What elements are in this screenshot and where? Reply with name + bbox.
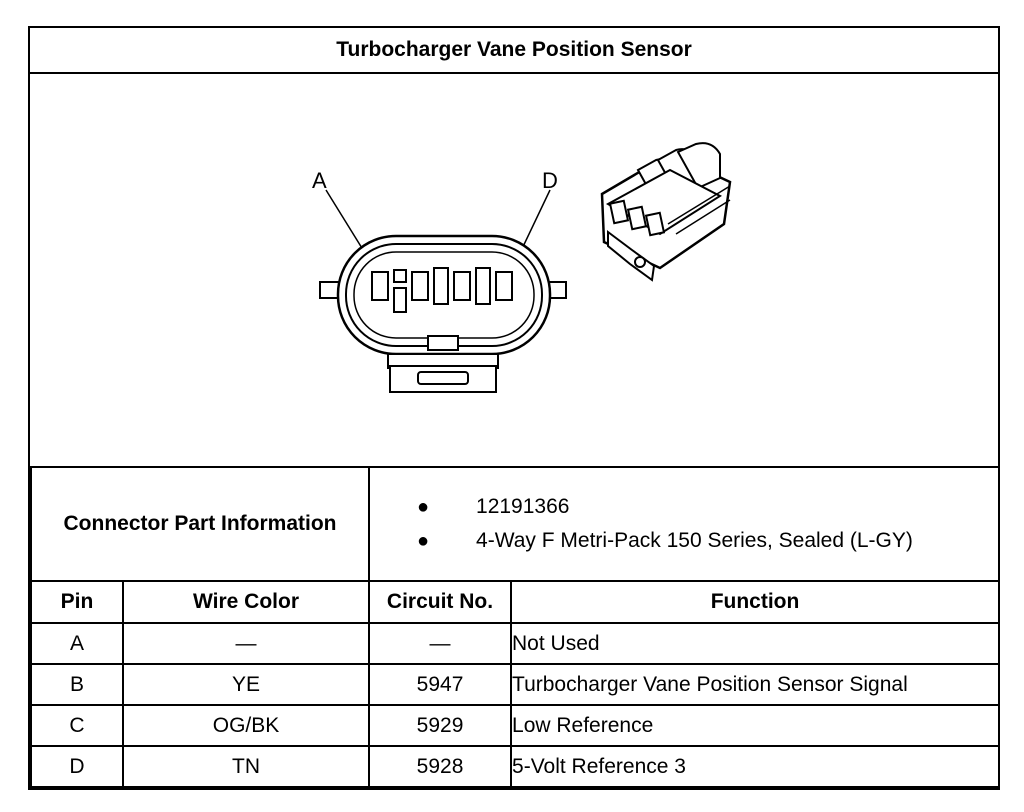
function-cell: Not Used <box>510 622 1001 665</box>
page-title: Turbocharger Vane Position Sensor <box>30 28 998 74</box>
table-header-row: Pin Wire Color Circuit No. Function <box>30 580 1001 624</box>
function-cell: Low Reference <box>510 704 1001 747</box>
connector-figure: A D <box>30 74 998 466</box>
pin-label-d: D <box>542 168 558 193</box>
wire-color-cell: TN <box>121 745 371 788</box>
bullet-icon: ● <box>416 495 430 518</box>
function-cell: 5-Volt Reference 3 <box>510 745 1001 788</box>
part-description-item: ● 4-Way F Metri-Pack 150 Series, Sealed (… <box>370 524 998 558</box>
connector-sheet: Turbocharger Vane Position Sensor <box>28 26 1001 790</box>
header-function: Function <box>510 580 1001 624</box>
circuit-cell: 5928 <box>368 745 513 788</box>
terminal-cavities <box>371 267 513 313</box>
cavity-a <box>371 271 389 301</box>
connector-part-info-label: Connector Part Information <box>29 466 371 582</box>
circuit-cell: — <box>368 622 513 665</box>
pin-cell: C <box>30 704 124 747</box>
cavity-divider-1 <box>433 267 449 305</box>
cavity-key-top <box>393 269 407 283</box>
lock-nub <box>427 335 459 351</box>
circuit-cell: 5947 <box>368 663 513 706</box>
table-row: A — — Not Used <box>30 622 1001 665</box>
wire-color-cell: OG/BK <box>121 704 371 747</box>
cavity-d <box>495 271 513 301</box>
table-row: C OG/BK 5929 Low Reference <box>30 704 1001 747</box>
part-description: 4-Way F Metri-Pack 150 Series, Sealed (L… <box>476 529 913 552</box>
table-row: D TN 5928 5-Volt Reference 3 <box>30 745 1001 788</box>
part-number-item: ● 12191366 <box>370 490 998 524</box>
header-pin: Pin <box>30 580 124 624</box>
circuit-cell: 5929 <box>368 704 513 747</box>
pin-cell: A <box>30 622 124 665</box>
cavity-key-bottom <box>393 287 407 313</box>
connector-table: Connector Part Information ● 12191366 ● 4-… <box>29 466 1001 788</box>
part-number: 12191366 <box>476 495 570 518</box>
wire-color-cell: — <box>121 622 371 665</box>
cavity-divider-2 <box>475 267 491 305</box>
connector-drawing <box>319 142 732 393</box>
pin-cell: D <box>30 745 124 788</box>
cavity-b <box>411 271 429 301</box>
pin-cell: B <box>30 663 124 706</box>
lock-window <box>417 371 469 385</box>
header-wire-color: Wire Color <box>121 580 371 624</box>
header-circuit-no: Circuit No. <box>368 580 513 624</box>
pin-label-a: A <box>312 168 327 193</box>
bullet-icon: ● <box>416 529 430 552</box>
connector-part-info-list: ● 12191366 ● 4-Way F Metri-Pack 150 Series… <box>368 466 1001 582</box>
table-row: B YE 5947 Turbocharger Vane Position Sen… <box>30 663 1001 706</box>
cavity-c <box>453 271 471 301</box>
connector-iso-view <box>600 142 732 282</box>
connector-part-info-row: Connector Part Information ● 12191366 ● 4-… <box>29 466 1001 582</box>
wire-color-cell: YE <box>121 663 371 706</box>
function-cell: Turbocharger Vane Position Sensor Signal <box>510 663 1001 706</box>
